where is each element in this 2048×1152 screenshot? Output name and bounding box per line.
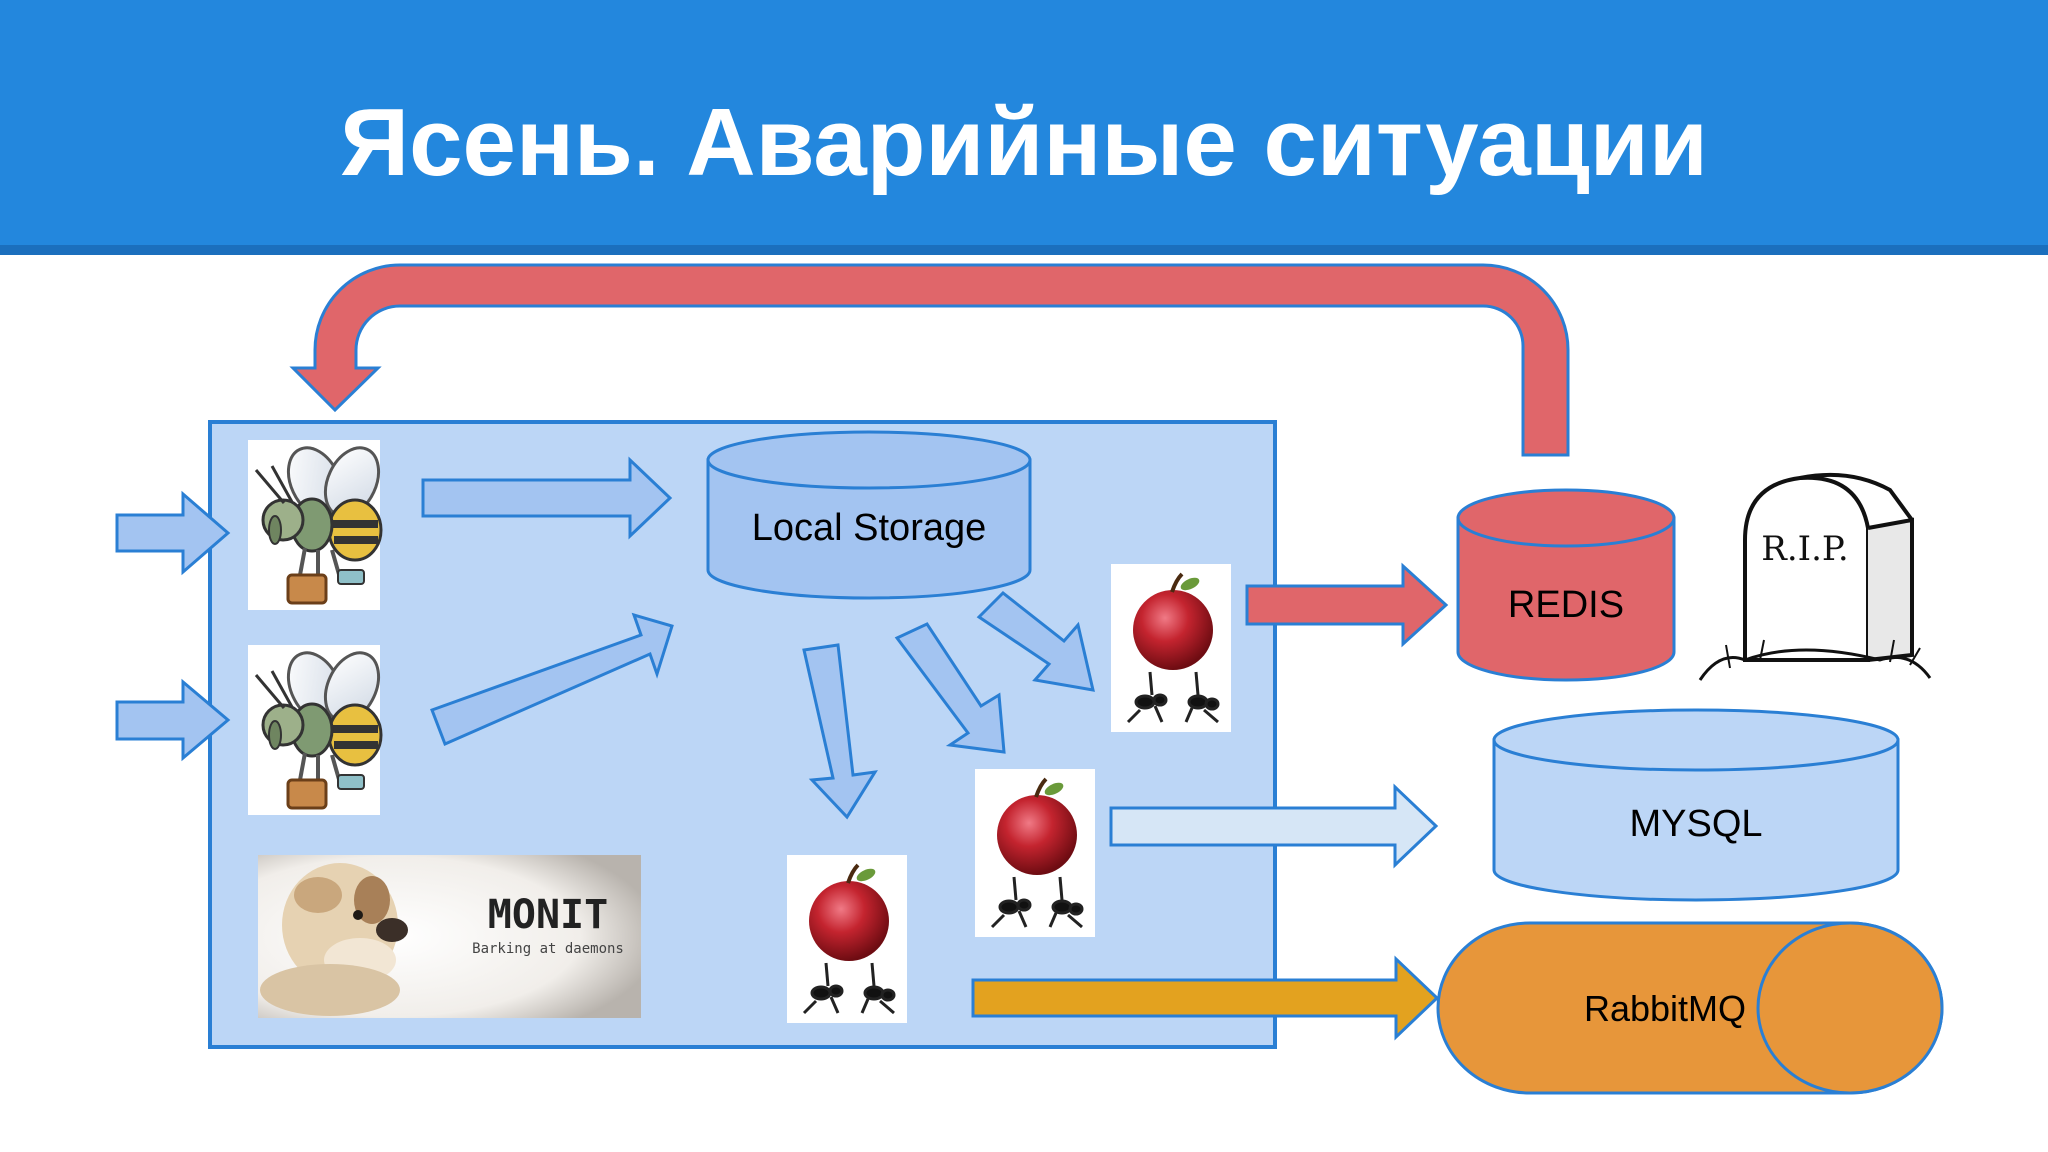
bee1-to-storage-arrow [421, 456, 673, 540]
ant-worker-2 [975, 769, 1095, 937]
monit-tagline: Barking at daemons [472, 941, 624, 957]
input-arrow-1 [115, 490, 231, 576]
bee-worker-2 [248, 645, 383, 815]
mysql-cylinder [1492, 708, 1900, 902]
to-rabbitmq-arrow [971, 955, 1440, 1041]
to-redis-arrow [1245, 562, 1449, 648]
redis-cylinder [1456, 488, 1676, 682]
rabbitmq-cylinder [1436, 921, 1944, 1095]
slide-title: Ясень. Аварийные ситуации [340, 89, 1708, 196]
header-underline [0, 245, 2048, 255]
input-arrow-2 [115, 678, 231, 762]
storage-to-ant-arrow-3 [976, 590, 1095, 692]
tombstone-text: R.I.P. [1761, 529, 1848, 569]
local-storage-cylinder [706, 430, 1032, 600]
mysql-label: MYSQL [1629, 803, 1762, 845]
local-storage-label: Local Storage [752, 507, 987, 549]
redis-label: REDIS [1508, 584, 1624, 626]
ant-worker-1 [1111, 564, 1231, 732]
redis-feedback-arrow-shape [289, 263, 1570, 457]
storage-to-ant-arrow-1 [802, 643, 878, 820]
bee-worker-1 [248, 440, 383, 610]
slide-header [0, 0, 2048, 245]
ant-worker-3 [787, 855, 907, 1023]
tombstone-icon [1698, 472, 1932, 681]
monit-logo [258, 855, 641, 1018]
rabbitmq-label: RabbitMQ [1584, 988, 1746, 1029]
to-mysql-arrow [1109, 783, 1439, 869]
monit-name: MONIT [488, 892, 608, 938]
storage-to-ant-arrow-2 [894, 622, 1006, 754]
bee2-to-storage-arrow [430, 612, 674, 747]
